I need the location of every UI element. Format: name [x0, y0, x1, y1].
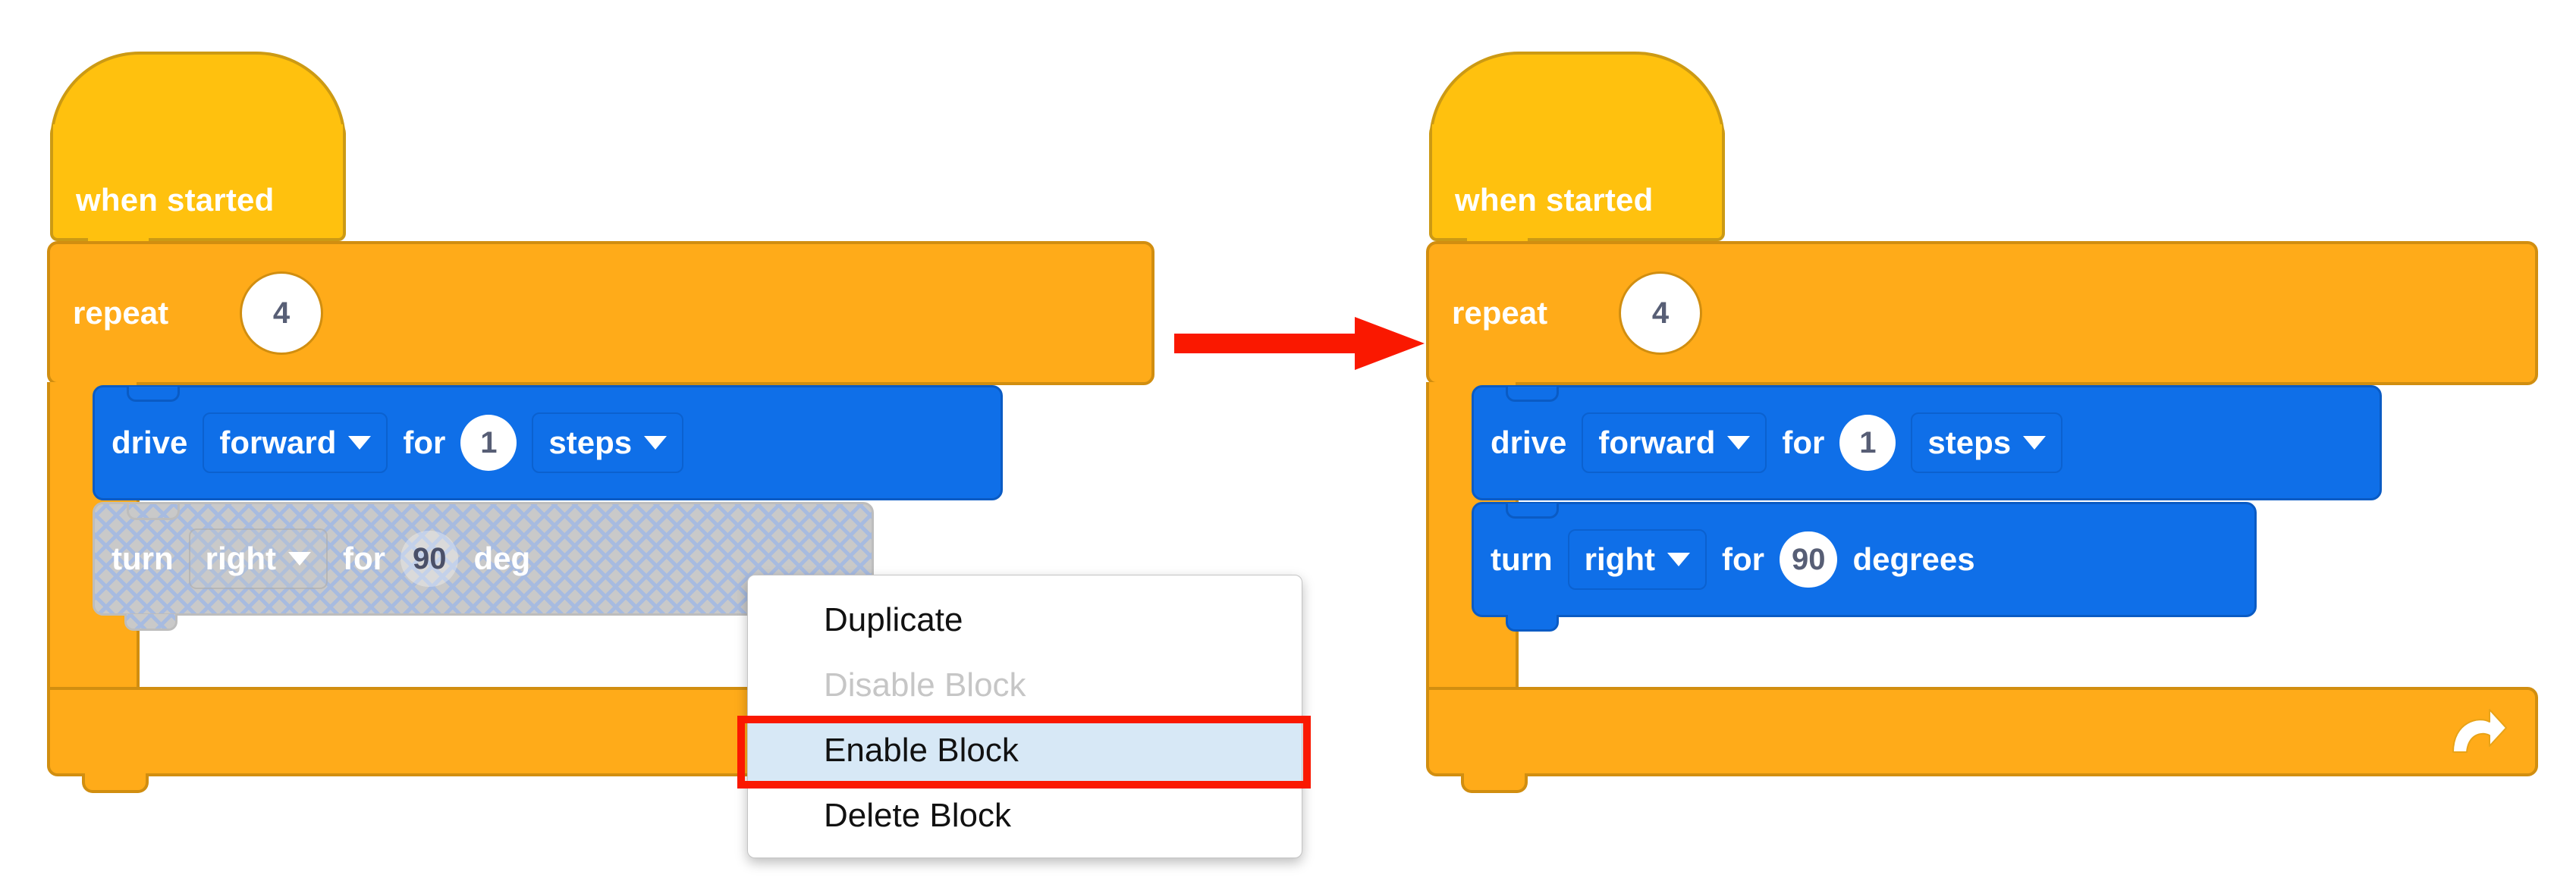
drive-verb-label-result: drive [1491, 425, 1567, 460]
drive-direction-dropdown[interactable]: forward [203, 412, 388, 473]
drive-block-notch [1506, 387, 1559, 402]
drive-block-notch [127, 387, 180, 402]
repeat-block-header[interactable]: repeat 4 [47, 241, 1154, 385]
turn-block-notch [1506, 503, 1559, 519]
drive-for-label: for [403, 425, 446, 460]
chevron-down-icon [1727, 436, 1751, 450]
drive-direction-value-result: forward [1598, 425, 1716, 460]
turn-amount-input[interactable]: 90 [400, 531, 459, 587]
drive-direction-value: forward [219, 425, 337, 460]
hat-dome-seam [53, 124, 343, 147]
transition-arrow-icon [1174, 317, 1425, 370]
drive-direction-dropdown-result[interactable]: forward [1582, 412, 1767, 473]
turn-direction-dropdown[interactable]: right [188, 528, 328, 589]
turn-direction-dropdown-result[interactable]: right [1567, 529, 1707, 590]
drive-verb-label: drive [112, 425, 188, 460]
context-menu-item-duplicate[interactable]: Duplicate [824, 601, 963, 638]
turn-block-bottom-nub [124, 614, 177, 631]
turn-direction-value-result: right [1584, 541, 1655, 577]
context-menu-item-delete-block[interactable]: Delete Block [824, 797, 1012, 834]
repeat-block-footer[interactable] [47, 687, 806, 793]
when-started-label-result: when started [1455, 182, 1654, 218]
when-started-hat-block[interactable]: when started [50, 52, 346, 258]
repeat-foot-nub [82, 773, 149, 793]
turn-block-bottom-nub-result [1506, 615, 1559, 632]
repeat-block-footer-result[interactable] [1426, 687, 2538, 793]
drive-units-value-result: steps [1927, 425, 2012, 460]
block-context-menu[interactable]: Duplicate Disable Block Enable Block Del… [747, 575, 1302, 858]
drive-units-value: steps [548, 425, 633, 460]
turn-verb-label-result: turn [1491, 541, 1553, 577]
repeat-count-input[interactable]: 4 [240, 271, 323, 355]
turn-for-label-result: for [1721, 541, 1764, 577]
hat-dome-seam [1432, 124, 1722, 147]
loop-arrow-icon [2452, 709, 2507, 753]
when-started-label: when started [76, 182, 275, 218]
turn-units-label-result: degrees [1852, 541, 1975, 577]
turn-direction-value: right [205, 541, 276, 576]
drive-amount-input-result[interactable]: 1 [1839, 415, 1896, 471]
turn-block-notch [127, 504, 180, 520]
turn-block-result[interactable]: turn right for 90 degrees [1472, 502, 2257, 632]
drive-units-dropdown[interactable]: steps [532, 412, 684, 473]
chevron-down-icon [2023, 436, 2047, 450]
repeat-label-result: repeat [1452, 295, 1548, 331]
repeat-label: repeat [73, 295, 169, 331]
drive-block-result[interactable]: drive forward for 1 steps [1472, 385, 2382, 500]
drive-units-dropdown-result[interactable]: steps [1911, 412, 2063, 473]
chevron-down-icon [644, 436, 668, 450]
when-started-hat-block-result[interactable]: when started [1429, 52, 1725, 258]
turn-units-label: deg [473, 541, 531, 576]
turn-verb-label: turn [112, 541, 174, 576]
chevron-down-icon [287, 552, 311, 566]
chevron-down-icon [348, 436, 372, 450]
repeat-count-input-result[interactable]: 4 [1619, 271, 1702, 355]
context-menu-item-enable-block[interactable]: Enable Block [748, 718, 1302, 783]
drive-for-label-result: for [1782, 425, 1825, 460]
repeat-foot-nub-result [1461, 773, 1528, 793]
drive-amount-input[interactable]: 1 [460, 415, 517, 471]
drive-block[interactable]: drive forward for 1 steps [93, 385, 1003, 500]
chevron-down-icon [1667, 553, 1690, 566]
turn-for-label: for [342, 541, 385, 576]
turn-block-disabled[interactable]: turn right for 90 deg [93, 502, 874, 616]
context-menu-item-disable-block: Disable Block [824, 666, 1026, 704]
turn-amount-input-result[interactable]: 90 [1779, 531, 1838, 588]
repeat-block-header-result[interactable]: repeat 4 [1426, 241, 2538, 385]
